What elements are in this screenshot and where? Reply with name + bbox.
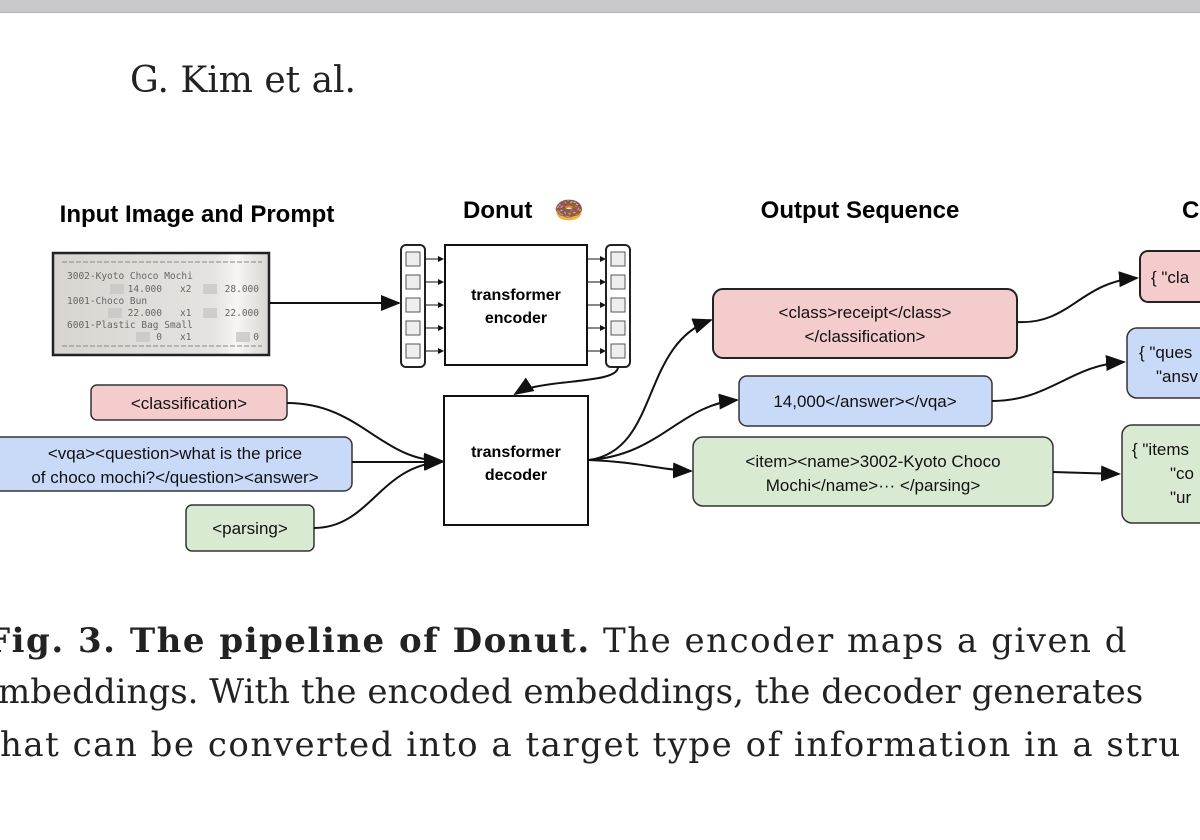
prompt-vqa: <vqa><question>what is the price of choc… (0, 436, 353, 492)
converted-parsing: { "items "co "ur (1121, 424, 1200, 524)
conversion-arrows (991, 271, 1139, 482)
encoder-label: encoder (485, 310, 547, 327)
caption-line: hat can be converted into a target type … (0, 725, 1182, 765)
receipt-item-name: 3002-Kyoto Choco Mochi (67, 271, 193, 282)
encoder-label: transformer (471, 287, 561, 304)
receipt-item-total: 28.000 (225, 284, 260, 295)
decoder-label: transformer (471, 444, 561, 461)
converted-text: { "cla (1151, 268, 1190, 287)
caption-line: The encoder maps a given d (591, 621, 1128, 661)
output-vqa: 14,000</answer></vqa> (738, 375, 993, 427)
caption-line: mbeddings. With the encoded embeddings, … (0, 672, 1143, 712)
receipt-item-price: 22.000 (128, 308, 163, 319)
receipt-item-qty: x1 (180, 332, 192, 343)
prompt-classification: <classification> (90, 384, 288, 421)
decoder-label: decoder (485, 467, 547, 484)
receipt-item-total: 22.000 (225, 308, 260, 319)
prompt-arrows (286, 402, 444, 529)
converted-text: "co (1170, 464, 1194, 483)
receipt-item-name: 1001-Choco Bun (67, 296, 147, 307)
prompt-text: <classification> (131, 394, 247, 413)
output-parsing: <item><name>3002-Kyoto Choco Mochi</name… (692, 436, 1054, 507)
running-head: G. Kim et al. (130, 60, 356, 101)
prompt-parsing: <parsing> (185, 504, 315, 552)
prompt-text: <vqa><question>what is the price (48, 444, 302, 463)
output-text: Mochi</name>··· </parsing> (766, 476, 981, 495)
output-text: 14,000</answer></vqa> (773, 392, 956, 411)
encoder-to-decoder-arrow (513, 366, 619, 396)
caption-label: Fig. 3. The pipeline of Donut. (0, 621, 591, 661)
converted-text: "ur (1170, 488, 1191, 507)
prompt-text: <parsing> (212, 519, 288, 538)
output-classification: <class>receipt</class> </classification> (712, 288, 1018, 359)
donut-emoji-icon: 🍩 (554, 198, 584, 224)
receipt-item-qty: x2 (180, 284, 191, 295)
decoder-output-arrows (588, 318, 739, 479)
output-text: <class>receipt</class> (779, 303, 952, 322)
transformer-decoder: transformer decoder (443, 395, 589, 526)
receipt-item-total: 0 (253, 332, 259, 343)
converted-vqa: { "ques "ansv (1126, 327, 1200, 399)
receipt-item-price: 0 (156, 332, 162, 343)
transformer-encoder: transformer encoder (444, 244, 588, 366)
output-text: <item><name>3002-Kyoto Choco (745, 452, 1000, 471)
viewer-top-bar (0, 0, 1200, 13)
output-text: </classification> (805, 327, 926, 346)
output-embeddings (587, 244, 631, 368)
heading-output: Output Sequence (761, 197, 960, 224)
heading-input: Input Image and Prompt (60, 201, 335, 228)
input-embeddings (400, 244, 444, 368)
converted-text: "ansv (1156, 367, 1198, 386)
converted-text: { "items (1132, 440, 1189, 459)
heading-converted: C (1182, 197, 1199, 224)
svg-text:Fig. 3. The pipeline of Donut.: Fig. 3. The pipeline of Donut. The encod… (0, 621, 1128, 661)
converted-classification: { "cla (1139, 250, 1200, 303)
receipt-item-name: 6001-Plastic Bag Small (67, 320, 193, 331)
converted-text: { "ques (1139, 343, 1192, 362)
receipt-image: 3002-Kyoto Choco Mochi 14.000 x2 28.000 … (51, 251, 271, 357)
heading-model: Donut (463, 197, 532, 224)
figure-caption: Fig. 3. The pipeline of Donut. The encod… (0, 621, 1182, 765)
receipt-item-qty: x1 (180, 308, 192, 319)
receipt-item-price: 14.000 (128, 284, 163, 295)
prompt-text: of choco mochi?</question><answer> (31, 468, 318, 487)
receipt-blur-patches (108, 284, 250, 342)
